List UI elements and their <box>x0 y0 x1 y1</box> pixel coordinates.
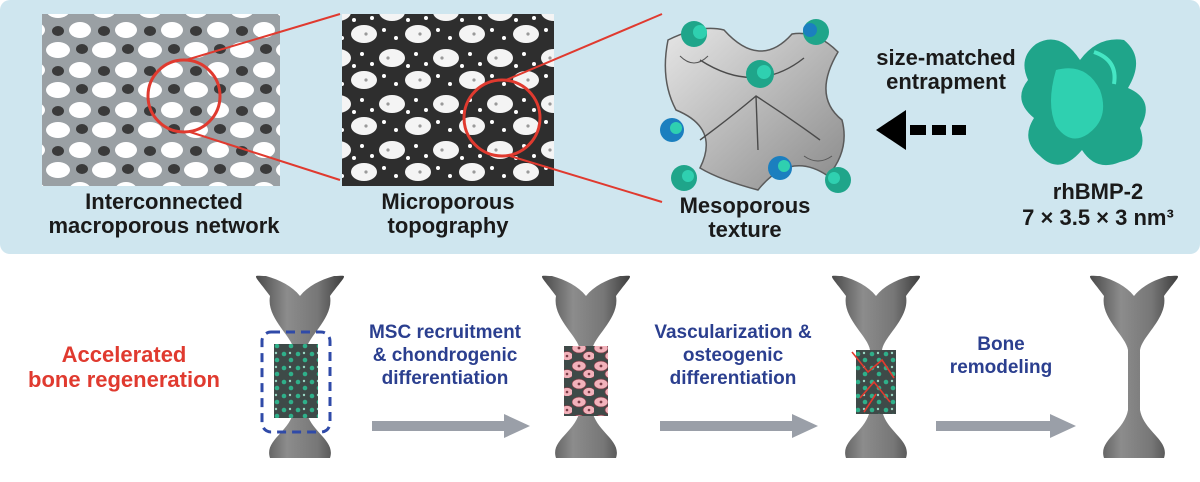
bone-defect-stage-3 <box>831 275 921 458</box>
process-arrow <box>936 414 1076 438</box>
step-1-label: MSC recruitment & chondrogenic different… <box>368 322 522 389</box>
entrapment-arrow <box>876 110 966 150</box>
protein-name-label: rhBMP-2 <box>1052 179 1144 204</box>
rhbmp2-molecule-icon <box>660 19 851 193</box>
bone-healed <box>1089 275 1179 458</box>
step-2-label: Vascularization & osteogenic differentia… <box>654 322 812 389</box>
bone-defect-stage-2 <box>541 275 631 458</box>
macroporous-label: Interconnected macroporous network <box>48 189 280 238</box>
zoom-line <box>185 13 341 61</box>
protein-size-label: 7 × 3.5 × 3 nm³ <box>1022 205 1174 230</box>
top-panel-background <box>0 0 1200 254</box>
zoom-line <box>509 155 663 203</box>
microporous-label: Microporous topography <box>381 189 515 238</box>
macroporous-network-image <box>42 14 280 186</box>
process-arrow <box>372 414 530 438</box>
bone-defect-stage-1 <box>255 275 345 458</box>
microporous-topography-image <box>342 14 554 186</box>
regeneration-title: Accelerated bone regeneration <box>28 342 220 393</box>
rhbmp2-protein-image <box>1021 39 1146 166</box>
process-arrow <box>660 414 818 438</box>
entrapment-label: size-matched entrapment <box>876 45 1016 94</box>
defect-region-outline <box>260 330 332 434</box>
step-3-label: Bone remodeling <box>949 334 1053 378</box>
mesoporous-label: Mesoporous texture <box>679 193 811 242</box>
zoom-line <box>505 13 663 81</box>
zoom-line <box>189 131 341 181</box>
mesoporous-texture-image <box>660 19 851 193</box>
